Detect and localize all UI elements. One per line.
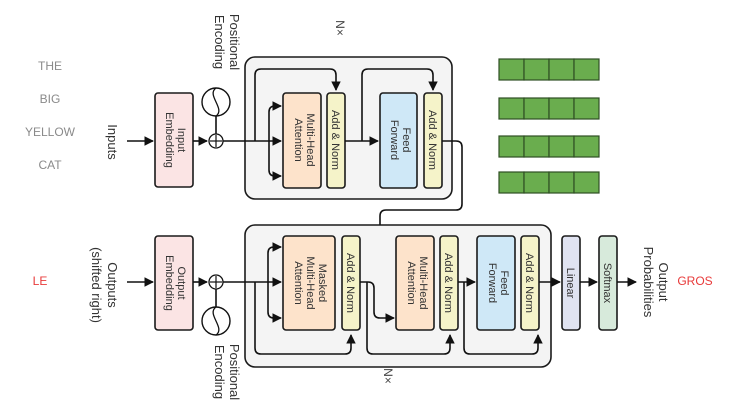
encoder-attention-block: Multi-Head Attention <box>282 92 322 189</box>
input-word: BIG <box>40 92 61 106</box>
masked-attention-block: Masked Multi-Head Attention <box>282 235 336 331</box>
input-word: YELLOW <box>25 125 76 139</box>
vector-cell <box>548 97 575 120</box>
input-word: THE <box>38 59 62 73</box>
decoder-add-norm-3: Add & Norm <box>520 235 540 331</box>
input-words: THE BIG YELLOW CAT <box>25 59 76 172</box>
svg-text:Forward: Forward <box>486 263 498 303</box>
decoder-feed-forward-block: Feed Forward <box>476 235 516 331</box>
softmax-block: Softmax <box>598 235 618 331</box>
svg-text:Multi-Head: Multi-Head <box>304 256 316 309</box>
positional-encoding-label-1: Positional <box>227 14 242 70</box>
svg-text:Attention: Attention <box>292 261 304 304</box>
vector-cell <box>573 58 600 81</box>
add-icon <box>208 274 224 290</box>
encoder-add-norm-1: Add & Norm <box>326 92 346 189</box>
output-probabilities-label-1: Output <box>656 262 671 301</box>
vector-cell <box>523 97 550 120</box>
outputs-label-1: Outputs <box>105 262 120 308</box>
encoder-add-norm-2: Add & Norm <box>423 92 443 189</box>
vector-cell <box>523 135 550 158</box>
svg-text:Feed: Feed <box>498 270 510 295</box>
svg-text:Add & Norm: Add & Norm <box>523 253 535 313</box>
output-probabilities-label-2: Probabilities <box>641 247 656 318</box>
decoder-positional-encoding-label-2: Encoding <box>212 345 227 399</box>
svg-text:Multi-Head: Multi-Head <box>417 256 429 309</box>
encoder-output-vector <box>498 135 600 158</box>
encoder-output-vectors <box>498 58 600 194</box>
inputs-label: Inputs <box>105 124 120 160</box>
decoder-positional-encoding-label-1: Positional <box>227 344 242 400</box>
svg-text:Add & Norm: Add & Norm <box>426 110 438 170</box>
vector-cell <box>523 58 550 81</box>
vector-cell <box>573 135 600 158</box>
svg-text:Add & Norm: Add & Norm <box>344 253 356 313</box>
svg-text:Forward: Forward <box>388 120 400 160</box>
decoder-add-norm-1: Add & Norm <box>341 235 361 331</box>
decoder-repeat-label: N× <box>381 368 395 384</box>
svg-text:Embedding: Embedding <box>163 255 175 311</box>
vector-cell <box>498 171 525 194</box>
output-embedding-block: Output Embedding <box>154 235 194 331</box>
vector-cell <box>548 58 575 81</box>
vector-cell <box>548 135 575 158</box>
vector-cell <box>498 135 525 158</box>
vector-cell <box>548 171 575 194</box>
svg-text:Multi-Head: Multi-Head <box>304 113 316 166</box>
linear-block: Linear <box>561 235 581 331</box>
positional-encoding-label-2: Encoding <box>212 15 227 69</box>
encoder-feed-forward-block: Feed Forward <box>379 92 418 189</box>
vector-cell <box>498 58 525 81</box>
add-icon <box>208 133 224 149</box>
input-embedding-line1: Input <box>175 128 187 152</box>
positional-encoding-icon <box>201 87 231 134</box>
svg-text:Feed: Feed <box>400 127 412 152</box>
input-word: CAT <box>38 158 62 172</box>
input-embedding-line2: Embedding <box>163 112 175 168</box>
cross-attention-block: Multi-Head Attention <box>395 235 435 331</box>
svg-text:Linear: Linear <box>564 268 576 299</box>
vector-cell <box>523 171 550 194</box>
svg-text:Add & Norm: Add & Norm <box>442 253 454 313</box>
svg-text:Output: Output <box>175 266 187 299</box>
outputs-label-2: (shifted right) <box>89 247 104 323</box>
encoder-output-vector <box>498 58 600 81</box>
decoder-add-norm-2: Add & Norm <box>439 235 459 331</box>
vector-cell <box>498 97 525 120</box>
predicted-word: GROS <box>677 274 712 288</box>
svg-text:Add & Norm: Add & Norm <box>329 110 341 170</box>
svg-text:Masked: Masked <box>316 264 328 303</box>
encoder-stack <box>244 56 453 200</box>
positional-encoding-icon <box>201 289 231 336</box>
svg-text:Softmax: Softmax <box>601 263 613 304</box>
svg-text:Attention: Attention <box>405 261 417 304</box>
svg-text:Attention: Attention <box>292 118 304 161</box>
encoder-output-vector <box>498 97 600 120</box>
vector-cell <box>573 171 600 194</box>
vector-cell <box>573 97 600 120</box>
input-embedding-block: Input Embedding <box>154 92 194 188</box>
encoder-output-vector <box>498 171 600 194</box>
encoder-repeat-label: N× <box>333 20 347 36</box>
decoder-input-word: LE <box>33 274 48 288</box>
